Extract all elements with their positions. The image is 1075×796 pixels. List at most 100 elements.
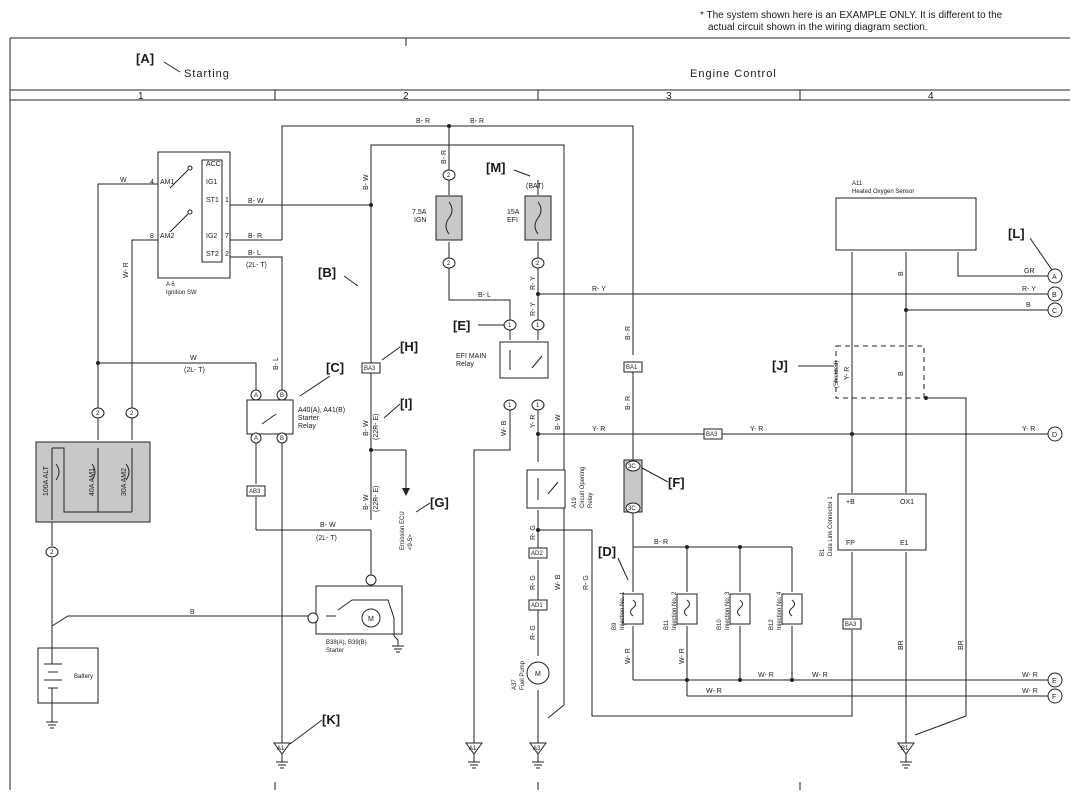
- wire-label-46: BR: [958, 640, 965, 650]
- round-connectors: 2 2 2 2 2 2 1 1 1 1 3C 3C A A B B: [45, 169, 643, 624]
- shielded-label: (Shielded): [834, 361, 840, 388]
- wire-label-32: R- G: [530, 625, 537, 640]
- conn-10: 1: [536, 403, 540, 409]
- wire-label-2: B- W: [248, 198, 264, 205]
- grounds: A1 A1 A3 B1: [46, 640, 915, 769]
- wire-label-7: W: [190, 355, 197, 362]
- wires: [51, 124, 1048, 743]
- conn-9: 1: [508, 403, 512, 409]
- cor-code: A19: [572, 497, 578, 508]
- wire-label-39: R- Y: [1022, 286, 1036, 293]
- o2-name: Heated Oxygen Sensor: [852, 189, 914, 195]
- dlc-code: B1: [820, 548, 826, 556]
- wire-label-34: R- G: [583, 575, 590, 590]
- term-acc: ACC: [206, 161, 221, 168]
- column-4: 4: [928, 91, 934, 102]
- wire-label-1: W: [120, 177, 127, 184]
- wire-label-23: R- Y: [592, 286, 606, 293]
- starter: M B38(A), B39(B) Starter: [315, 585, 403, 654]
- wire-label-18: B- R: [416, 118, 430, 125]
- wire-label-5: (2L- T): [246, 262, 267, 269]
- conn-7: 1: [508, 323, 512, 329]
- conn-3c-2: 3C: [628, 506, 636, 512]
- wire-label-21: B- L: [478, 292, 491, 299]
- wire-label-31: R- G: [530, 575, 537, 590]
- wire-label-33: W- B: [555, 574, 562, 590]
- conn-3: 2: [50, 550, 54, 556]
- ground-a1-2: A1: [469, 746, 477, 752]
- efi-relay-name-2: Relay: [456, 361, 474, 368]
- emission-ecu-name: Emission ECU: [400, 511, 406, 550]
- starter-relay-code: A40(A), A41(B): [298, 407, 345, 414]
- starter-code: B38(A), B39(B): [326, 640, 367, 646]
- wire-label-15: B- W: [320, 522, 336, 529]
- wire-label-30: R- G: [530, 525, 537, 540]
- battery-label: Battery: [74, 674, 93, 680]
- wire-label-17: B: [190, 609, 195, 616]
- column-1: 1: [138, 91, 144, 102]
- wire-label-20: B- R: [441, 150, 448, 164]
- ref-d: [D]: [598, 544, 616, 559]
- terminal-e: E: [1052, 678, 1057, 685]
- term-am1: AM1: [160, 179, 175, 186]
- relay-pin-b-1: B: [280, 393, 284, 399]
- wire-label-38: GR: [1024, 268, 1035, 275]
- ground-a1-1: A1: [277, 746, 285, 752]
- ref-i: [I]: [400, 396, 412, 411]
- wire-label-29: Y- R: [750, 426, 763, 433]
- pin-4: 4: [150, 179, 154, 186]
- wire-label-28: Y- R: [592, 426, 605, 433]
- fuel-pump-name: Fuel Pump: [520, 660, 526, 690]
- wire-label-52: W- R: [625, 648, 632, 664]
- ignition-sw-code: A 6: [166, 282, 175, 288]
- junction-ad1: AD1: [531, 603, 543, 609]
- conn-4: 2: [447, 173, 451, 179]
- starter-relay-name-1: Starter: [298, 415, 320, 422]
- wire-label-4: B- L: [248, 250, 261, 257]
- wire-label-24: R- Y: [530, 302, 537, 316]
- title-frame: [9, 37, 1070, 790]
- injector-3-code: B10: [717, 619, 723, 630]
- junction-ba3-1: BA3: [364, 366, 376, 372]
- wire-label-48: W- R: [1022, 688, 1038, 695]
- wire-label-26: B- W: [555, 414, 562, 430]
- wire-label-41: B: [898, 271, 905, 276]
- wire-label-11: (22R- E): [373, 414, 380, 440]
- o2-code: A11: [852, 181, 863, 187]
- injectors: B9 Injection No. 1 B11 Injection No. 2 B…: [612, 591, 803, 630]
- fuel-pump-motor: M: [535, 671, 541, 678]
- starter-motor: M: [368, 616, 374, 623]
- wire-label-49: W- R: [758, 672, 774, 679]
- example-note-line2: actual circuit shown in the wiring diagr…: [708, 22, 928, 33]
- fuse-30a-am2: 30A AM2: [121, 468, 128, 496]
- starter-relay: A40(A), A41(B) Starter Relay: [246, 399, 345, 435]
- conn-2: 2: [130, 411, 134, 417]
- example-note-line1: * The system shown here is an EXAMPLE ON…: [700, 10, 1003, 21]
- injector-2-name: Injection No. 2: [672, 591, 678, 630]
- ref-k: [K]: [322, 712, 340, 727]
- junction-ba1: BA1: [626, 365, 638, 371]
- section-starting: Starting: [184, 68, 230, 80]
- junction-ba3-2: BA3: [706, 432, 718, 438]
- ref-m: [M]: [486, 160, 506, 175]
- efi-relay-name-1: EFI MAIN: [456, 353, 486, 360]
- right-terminals: A B C D E F: [1047, 268, 1063, 704]
- conn-3c-1: 3C: [628, 464, 636, 470]
- dlc-name: Data Link Connector 1: [828, 496, 834, 556]
- terminal-d: D: [1052, 432, 1057, 439]
- wire-label-40: B: [1026, 302, 1031, 309]
- column-3: 3: [666, 91, 672, 102]
- pin-2: 2: [225, 251, 229, 258]
- wire-label-3: B- R: [248, 233, 262, 240]
- wire-label-12: B- W: [363, 420, 370, 436]
- wire-label-47: W- R: [1022, 672, 1038, 679]
- conn-6: 2: [536, 261, 540, 267]
- wire-label-43: Y- R: [1022, 426, 1035, 433]
- wire-label-6: W- R: [123, 262, 130, 278]
- wire-label-51: W- R: [706, 688, 722, 695]
- wire-labels: W B- W B- R B- L (2L- T) W- R W (2L- T) …: [120, 118, 1038, 695]
- conn-5: 2: [447, 261, 451, 267]
- column-2: 2: [403, 91, 409, 102]
